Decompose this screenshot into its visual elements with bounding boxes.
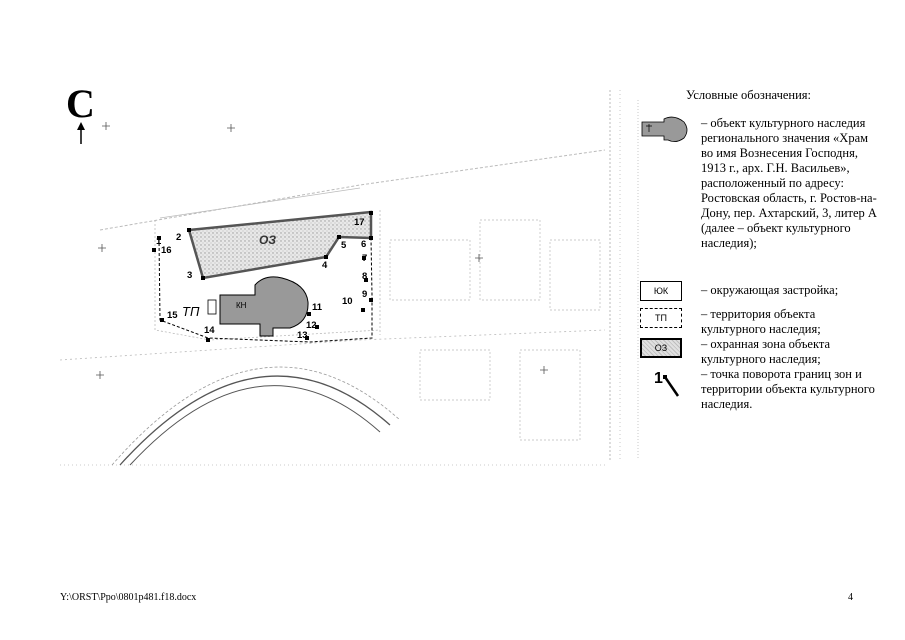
point-label-1: 1 [156,236,162,247]
protection-zone-symbol: ОЗ [640,338,682,358]
turning-points [152,211,373,342]
legend-text-heritage-object: – объект культурного наследия региональн… [701,116,877,250]
point-label-9: 9 [362,289,367,300]
legend-text-territory: – территория объекта культурного наследи… [701,307,821,336]
legend-title: Условные обозначения: [686,88,812,102]
north-letter: С [66,81,95,126]
legend-text-protection-zone: – охранная зона объекта культурного насл… [701,337,831,366]
point-label-2: 2 [176,232,181,243]
point-label-3: 3 [187,270,192,281]
heritage-object [219,276,309,337]
north-indicator: С [66,84,106,144]
point-label-15: 15 [167,310,178,321]
legend-text-turning-point: – точка поворота границ зон и территории… [701,367,875,411]
legend-item-heritage-object: – объект культурного наследия региональн… [640,116,880,276]
point-label-6: 6 [361,239,366,250]
zone-label-oz: ОЗ [259,233,276,247]
point-label-12: 12 [306,320,317,331]
point-label-10: 10 [342,296,353,307]
legend-item-turning-point: 1 – точка поворота границ зон и территор… [640,367,880,414]
point-label-16: 16 [161,245,172,256]
point-label-5: 5 [341,240,347,251]
footer-page-number: 4 [848,592,853,603]
site-map: ОЗ ТП КН 1 2 3 4 5 6 7 8 9 10 11 [60,90,639,466]
curved-road [111,366,401,466]
small-structure [207,299,217,315]
legend-text-surrounding-buildings: – окружающая застройка; [701,283,839,297]
legend-item-surrounding-buildings: ЮК – окружающая застройка; [640,281,880,305]
zone-label-tp: ТП [182,304,200,319]
turning-point-symbol: 1 [654,368,684,402]
point-label-11: 11 [312,302,323,313]
heritage-object-symbol [641,116,688,142]
point-label-4: 4 [322,260,328,271]
turning-point-marker-icon [663,375,680,397]
point-label-13: 13 [297,330,308,341]
point-label-7: 7 [362,253,367,264]
surrounding-buildings-symbol: ЮК [640,281,682,301]
base-map [60,90,639,466]
legend-item-protection-zone: ОЗ – охранная зона объекта культурного н… [640,337,880,370]
point-label-8: 8 [362,271,367,282]
point-label-14: 14 [204,325,215,336]
point-label-17: 17 [354,217,365,228]
grid-crosses [96,122,548,379]
object-label: КН [236,301,247,310]
footer-file-path: Y:\ORST\Ppo\0801p481.f18.docx [60,592,197,603]
legend-item-territory: ТП – территория объекта культурного насл… [640,307,880,340]
territory-symbol: ТП [640,308,682,328]
north-arrow-icon [77,122,85,144]
turning-point-symbol-label: 1 [654,370,663,387]
